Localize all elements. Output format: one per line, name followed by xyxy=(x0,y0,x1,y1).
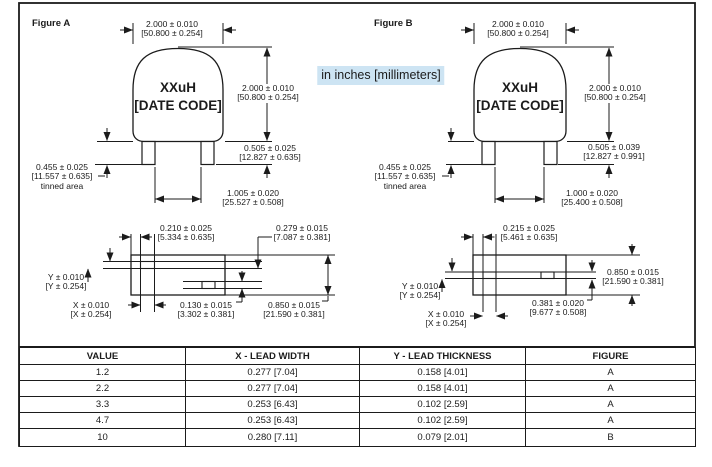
table-cell: A xyxy=(525,396,696,413)
units-note: in inches [millimeters] xyxy=(317,66,445,85)
table-header-row: VALUE X - LEAD WIDTH Y - LEAD THICKNESS … xyxy=(19,347,696,365)
table-cell: 0.277 [7.04] xyxy=(185,380,360,397)
figure-a-lead1-section xyxy=(139,260,156,270)
table-cell: A xyxy=(525,412,696,429)
figure-b-right-lead xyxy=(543,140,558,166)
table-cell: A xyxy=(525,380,696,397)
table-cell: 0.158 [4.01] xyxy=(359,380,526,397)
table-row: 1.2 0.277 [7.04] 0.158 [4.01] A xyxy=(19,364,696,381)
figure-b-lead-length-dim: 0.505 ± 0.039[12.827 ± 0.991] xyxy=(583,141,645,161)
table-row: 2.2 0.277 [7.04] 0.158 [4.01] A xyxy=(19,380,696,397)
table-cell: 0.280 [7.11] xyxy=(185,428,360,447)
figure-a-title: Figure A xyxy=(32,18,71,29)
figure-b-lead-width-dim: X ± 0.010[X ± 0.254] xyxy=(425,308,467,328)
table-cell: 0.277 [7.04] xyxy=(185,364,360,381)
lead-spec-table: VALUE X - LEAD WIDTH Y - LEAD THICKNESS … xyxy=(19,347,696,447)
figure-a-bottom-view xyxy=(84,233,335,312)
figure-a-lead-thickness-dim: Y ± 0.010[Y ± 0.254] xyxy=(45,271,87,291)
figure-b-left-lead xyxy=(481,140,496,166)
figure-a-lead-length-dim: 0.505 ± 0.025[12.827 ± 0.635] xyxy=(239,142,301,162)
figure-a-lead-offset-dim: 0.130 ± 0.015[3.302 ± 0.381] xyxy=(177,299,235,319)
figure-a-height-dim: 2.000 ± 0.010[50.800 ± 0.254] xyxy=(235,82,301,103)
table-cell: 1.2 xyxy=(19,364,186,381)
figure-b-lead-spacing-dim: 1.000 ± 0.020[25.400 ± 0.508] xyxy=(561,187,623,207)
figure-b-body-depth-dim: 0.850 ± 0.015[21.590 ± 0.381] xyxy=(602,266,664,286)
figure-b-part-marking: XXuH [DATE CODE] xyxy=(476,80,564,113)
table-header-figure: FIGURE xyxy=(525,347,696,365)
figure-a-lead-width-dim: X ± 0.010[X ± 0.254] xyxy=(70,299,112,319)
table-cell: A xyxy=(525,364,696,381)
figure-b-width-dim: 2.000 ± 0.010[50.800 ± 0.254] xyxy=(485,18,551,39)
table-row: 3.3 0.253 [6.43] 0.102 [2.59] A xyxy=(19,396,696,413)
table-cell: 0.079 [2.01] xyxy=(359,428,526,447)
table-cell: 4.7 xyxy=(19,412,186,429)
figure-b-bottom-view xyxy=(438,233,640,320)
figure-a-lead-spacing-dim: 1.005 ± 0.020[25.527 ± 0.508] xyxy=(222,187,284,207)
figure-a-body-outline xyxy=(132,47,224,143)
figure-a-lead-inset-dim: 0.210 ± 0.025[5.334 ± 0.635] xyxy=(157,222,215,242)
figure-a-body-depth-dim: 0.850 ± 0.015[21.590 ± 0.381] xyxy=(263,299,325,319)
table-row: 10 0.280 [7.11] 0.079 [2.01] B xyxy=(19,428,696,447)
table-cell: 0.158 [4.01] xyxy=(359,364,526,381)
figure-a-left-lead xyxy=(141,140,156,166)
table-cell: 3.3 xyxy=(19,396,186,413)
table-cell: 0.102 [2.59] xyxy=(359,412,526,429)
table-header-y-lead-thickness: Y - LEAD THICKNESS xyxy=(359,347,526,365)
table-cell: 0.102 [2.59] xyxy=(359,396,526,413)
figure-a-lead2-section xyxy=(201,280,216,290)
figure-b-lead-inset-dim: 0.215 ± 0.025[5.461 ± 0.635] xyxy=(500,222,558,242)
table-row: 4.7 0.253 [6.43] 0.102 [2.59] A xyxy=(19,412,696,429)
figure-b-lead-thickness-dim: Y ± 0.010[Y ± 0.254] xyxy=(399,280,441,300)
table-cell: 2.2 xyxy=(19,380,186,397)
figure-a-part-marking: XXuH [DATE CODE] xyxy=(134,80,222,113)
table-header-value: VALUE xyxy=(19,347,186,365)
table-cell: 0.253 [6.43] xyxy=(185,412,360,429)
figure-b-lead-gap-dim: 0.381 ± 0.020[9.677 ± 0.508] xyxy=(529,297,587,317)
figure-a-right-lead xyxy=(200,140,215,166)
figure-b-lead1-section xyxy=(482,271,497,280)
figure-a-lead-depth-dim: 0.279 ± 0.015[7.087 ± 0.381] xyxy=(273,222,331,242)
figure-b-height-dim: 2.000 ± 0.010[50.800 ± 0.254] xyxy=(582,82,648,103)
table-cell: 10 xyxy=(19,428,186,447)
figure-a-width-dim: 2.000 ± 0.010[50.800 ± 0.254] xyxy=(139,18,205,39)
table-header-x-lead-width: X - LEAD WIDTH xyxy=(185,347,360,365)
figure-b-lead2-section xyxy=(540,271,555,280)
table-cell: 0.253 [6.43] xyxy=(185,396,360,413)
table-cell: B xyxy=(525,428,696,447)
figure-b-tinned-area-dim: 0.455 ± 0.025 [11.557 ± 0.635] tinned ar… xyxy=(374,161,436,191)
figure-b-front-view xyxy=(442,23,614,203)
figure-a-tinned-area-dim: 0.455 ± 0.025 [11.557 ± 0.635] tinned ar… xyxy=(31,161,93,191)
figure-b-title: Figure B xyxy=(374,18,413,29)
